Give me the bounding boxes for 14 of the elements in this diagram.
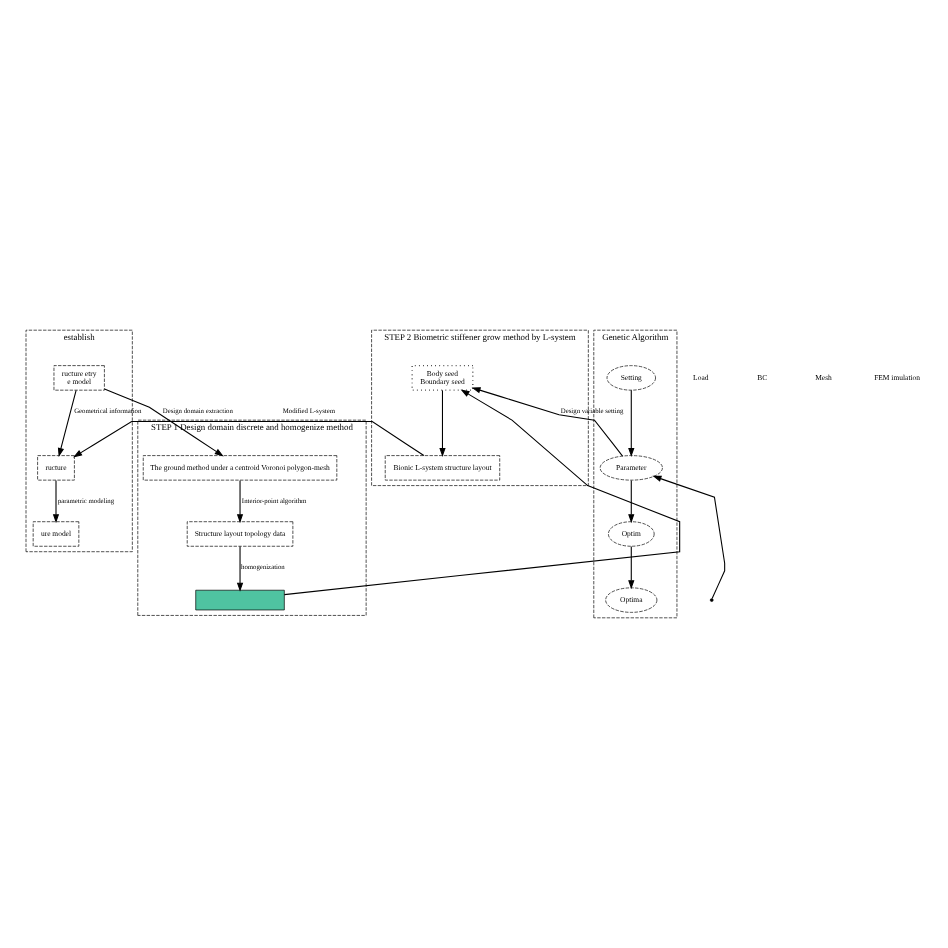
arrow: [439, 389, 446, 457]
arrow: [628, 546, 635, 590]
arrow: [236, 546, 244, 592]
arrow: [652, 475, 726, 599]
arrow: [103, 388, 224, 457]
node-box: [195, 589, 285, 611]
arrow: [628, 479, 635, 524]
arrow: [471, 387, 624, 457]
arrow: [73, 420, 425, 458]
arrow: [628, 389, 635, 457]
arrow: [52, 479, 60, 524]
arrow: [57, 389, 77, 457]
arrow: [283, 389, 681, 596]
arrow: [236, 479, 244, 524]
